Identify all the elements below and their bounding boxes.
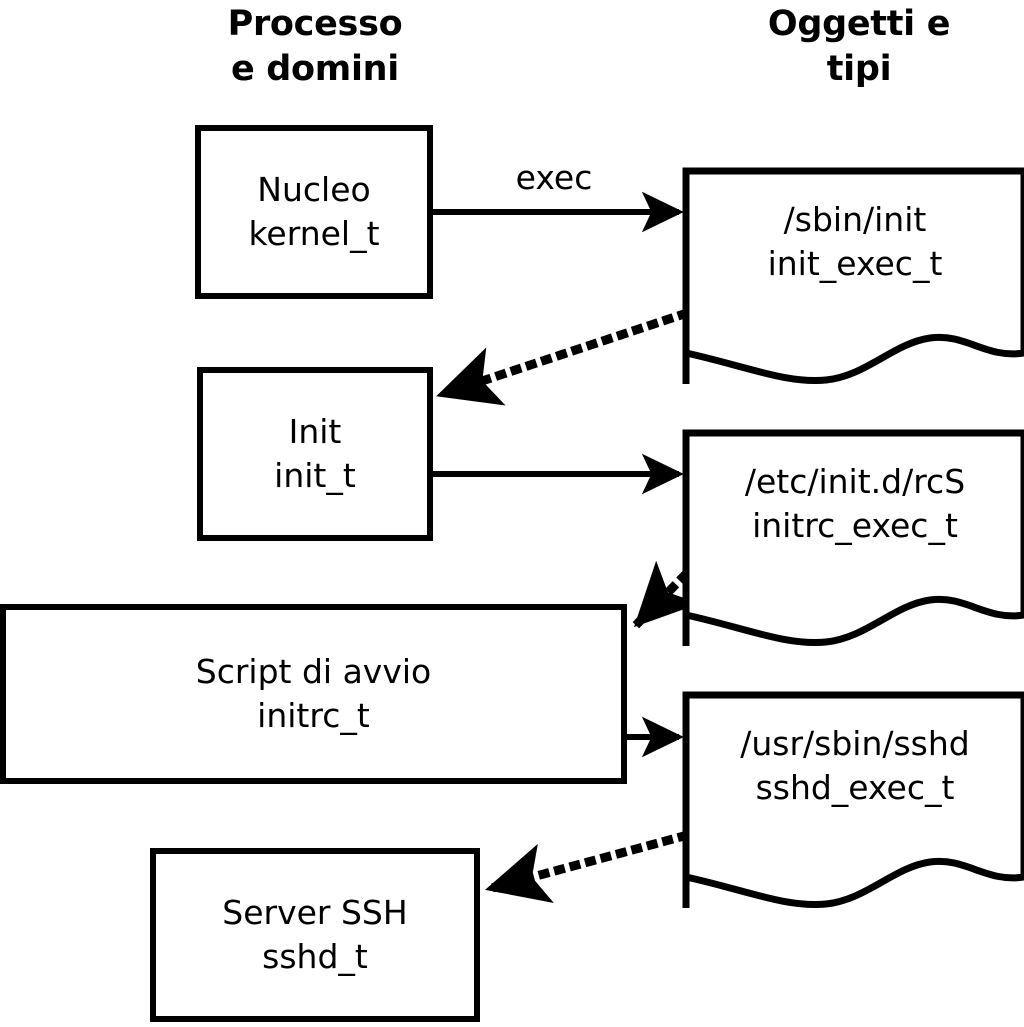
edge-init-exec-to-init bbox=[436, 308, 690, 406]
edge-label-exec: exec bbox=[515, 158, 593, 197]
process-node-initrc[interactable]: Script di avvio initrc_t bbox=[0, 604, 627, 784]
object-node-initrc-exec[interactable] bbox=[680, 424, 1024, 649]
object-node-init-exec-label: /sbin/init init_exec_t bbox=[767, 200, 943, 283]
edge-sshd-exec-to-sshd bbox=[485, 830, 690, 903]
process-node-initrc-label: Script di avvio initrc_t bbox=[195, 652, 432, 735]
column-header-objects: Oggetti e tipi bbox=[767, 4, 951, 89]
process-node-init-label: Init init_t bbox=[274, 412, 356, 495]
process-node-kernel[interactable]: Nucleo kernel_t bbox=[195, 125, 433, 299]
edge-initrc-exec-to-initrc bbox=[632, 560, 700, 629]
object-node-sshd-exec[interactable] bbox=[680, 686, 1024, 911]
column-header-processes: Processo e domini bbox=[227, 4, 403, 89]
process-node-sshd-label: Server SSH sshd_t bbox=[222, 893, 408, 976]
process-node-kernel-label: Nucleo kernel_t bbox=[248, 170, 380, 253]
object-node-initrc-exec-label: /etc/init.d/rcS initrc_exec_t bbox=[744, 462, 966, 545]
process-node-init[interactable]: Init init_t bbox=[197, 367, 433, 541]
object-node-sshd-exec-label: /usr/sbin/sshd sshd_exec_t bbox=[740, 724, 970, 807]
object-node-init-exec[interactable] bbox=[680, 162, 1024, 387]
process-node-sshd[interactable]: Server SSH sshd_t bbox=[150, 848, 480, 1022]
